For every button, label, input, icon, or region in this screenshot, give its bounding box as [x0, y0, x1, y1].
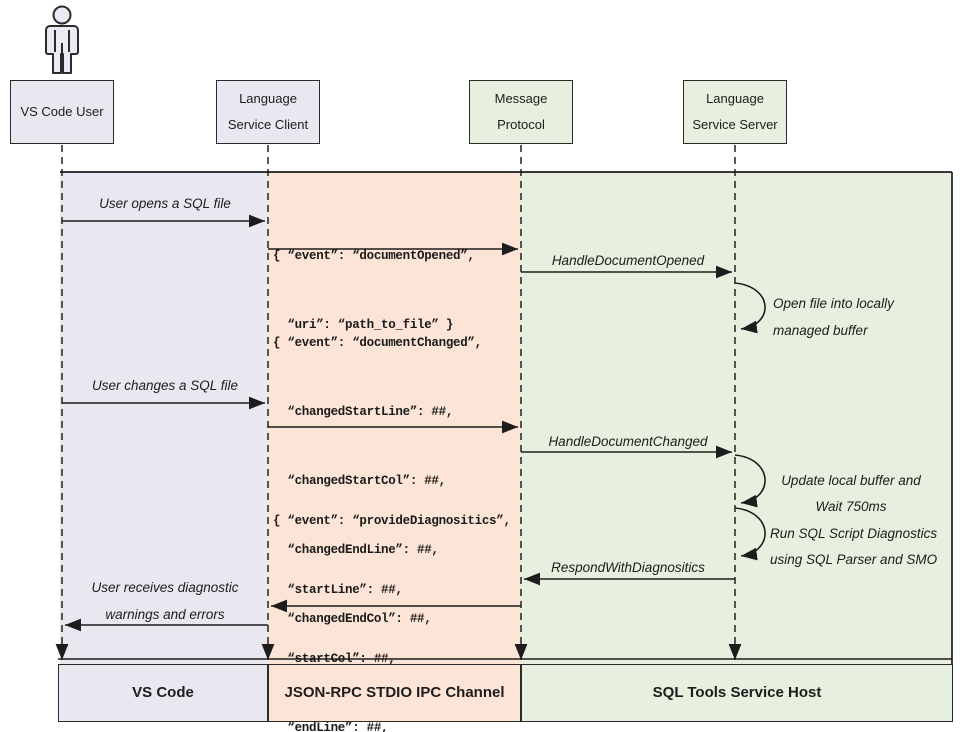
actor-label: Language Service Client	[227, 91, 309, 132]
actor-label: VS Code User	[20, 104, 104, 119]
actor-box-vs-code-user: VS Code User	[10, 80, 114, 144]
actor-label: Message Protocol	[494, 91, 548, 132]
actor-box-language-service-client: Language Service Client	[216, 80, 320, 144]
label-user-changes: User changes a SQL file	[91, 378, 239, 393]
lane-label: VS Code	[132, 684, 194, 701]
label-user-opens: User opens a SQL file	[99, 196, 231, 211]
lane-bg-vscode	[60, 172, 268, 664]
actor-box-message-protocol: Message Protocol	[469, 80, 573, 144]
lane-bg-host	[521, 172, 952, 664]
payload-document-opened: { “event”: “documentOpened”, “uri”: “pat…	[273, 249, 475, 332]
actor-label: Language Service Server	[692, 91, 778, 132]
lane-box-sql-tools-service-host: SQL Tools Service Host	[521, 664, 953, 722]
label-handle-document-opened: HandleDocumentOpened	[551, 253, 705, 268]
lane-bg-ipc	[268, 172, 521, 664]
user-actor-icon	[45, 5, 79, 74]
lane-box-vs-code: VS Code	[58, 664, 268, 722]
lane-label: JSON-RPC STDIO IPC Channel	[284, 684, 505, 701]
note-update-buffer: Update local buffer and Wait 750ms	[781, 473, 921, 514]
label-user-receives: User receives diagnostic warnings and er…	[91, 580, 239, 622]
lane-box-ipc-channel: JSON-RPC STDIO IPC Channel	[268, 664, 521, 722]
note-run-diagnostics: Run SQL Script Diagnostics using SQL Par…	[770, 526, 938, 567]
label-respond-with-diagnostics: RespondWithDiagnositics	[551, 560, 705, 575]
payload-provide-diagnostics: { “event”: “provideDiagnositics”, “start…	[273, 514, 511, 732]
label-handle-document-changed: HandleDocumentChanged	[548, 434, 708, 449]
actor-box-language-service-server: Language Service Server	[683, 80, 787, 144]
note-open-file: Open file into locally managed buffer	[773, 296, 894, 338]
lane-label: SQL Tools Service Host	[652, 684, 822, 701]
